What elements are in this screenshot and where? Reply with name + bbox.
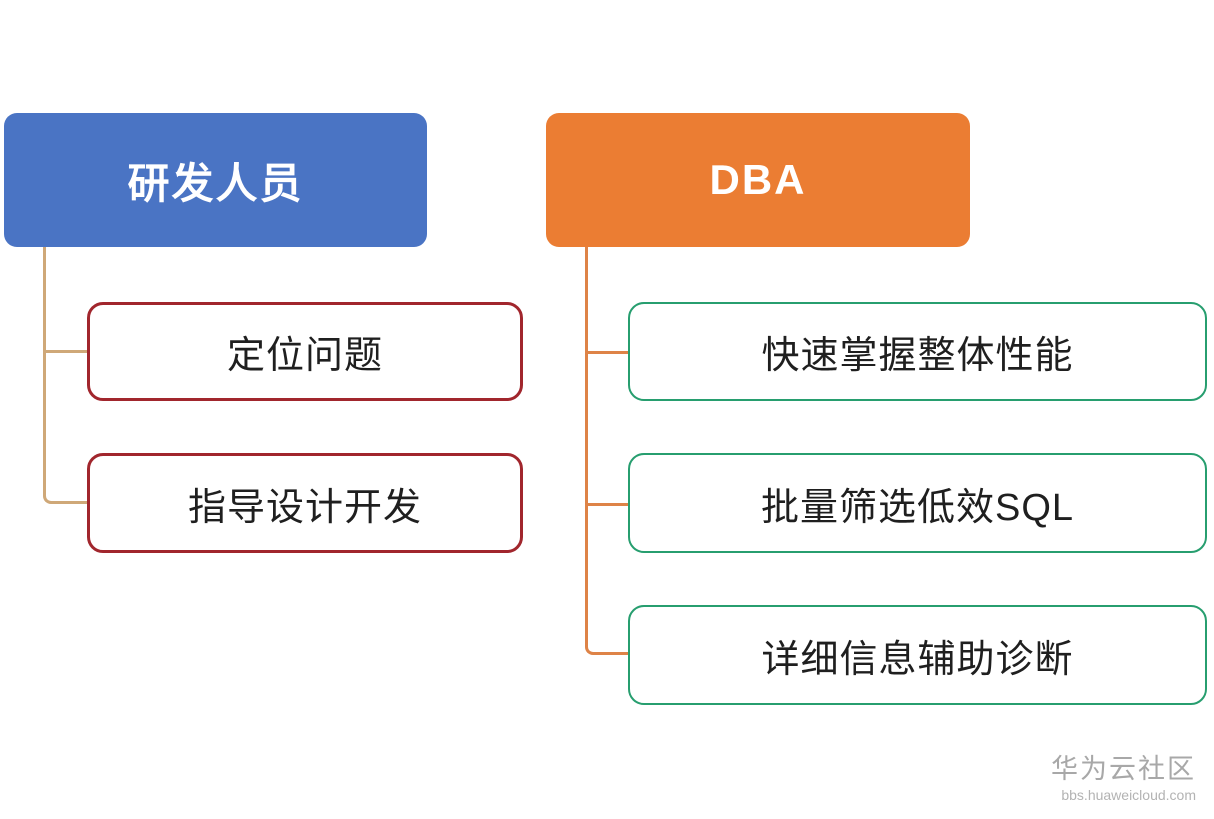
connector-dba-branch-1 bbox=[585, 351, 630, 354]
child-node-detail-diagnosis: 详细信息辅助诊断 bbox=[628, 605, 1207, 705]
child-node-overall-performance: 快速掌握整体性能 bbox=[628, 302, 1207, 401]
header-node-dba-label: DBA bbox=[709, 156, 807, 203]
child-node-filter-inefficient-sql: 批量筛选低效SQL bbox=[628, 453, 1207, 553]
connector-developers-branch-1 bbox=[43, 350, 89, 353]
child-node-filter-inefficient-sql-label: 批量筛选低效SQL bbox=[760, 486, 1075, 529]
child-node-detail-diagnosis-label: 详细信息辅助诊断 bbox=[761, 638, 1074, 681]
watermark-title: 华为云社区 bbox=[1051, 754, 1196, 785]
header-node-developers-label: 研发人员 bbox=[127, 159, 304, 207]
child-node-guide-design-dev-label: 指导设计开发 bbox=[187, 486, 422, 529]
child-node-locate-problems: 定位问题 bbox=[87, 302, 523, 401]
connector-dba-branch-2 bbox=[585, 503, 630, 506]
connector-developers-elbow bbox=[43, 247, 89, 504]
watermark-url: bbs.huaweicloud.com bbox=[1061, 787, 1196, 803]
child-node-guide-design-dev: 指导设计开发 bbox=[87, 453, 523, 553]
connector-dba-elbow bbox=[585, 247, 630, 655]
header-node-dba: DBA bbox=[546, 113, 970, 247]
header-node-developers: 研发人员 bbox=[4, 113, 427, 247]
child-node-overall-performance-label: 快速掌握整体性能 bbox=[761, 335, 1074, 377]
watermark: 华为云社区 bbs.huaweicloud.com bbox=[1051, 755, 1196, 803]
child-node-locate-problems-label: 定位问题 bbox=[226, 335, 383, 377]
